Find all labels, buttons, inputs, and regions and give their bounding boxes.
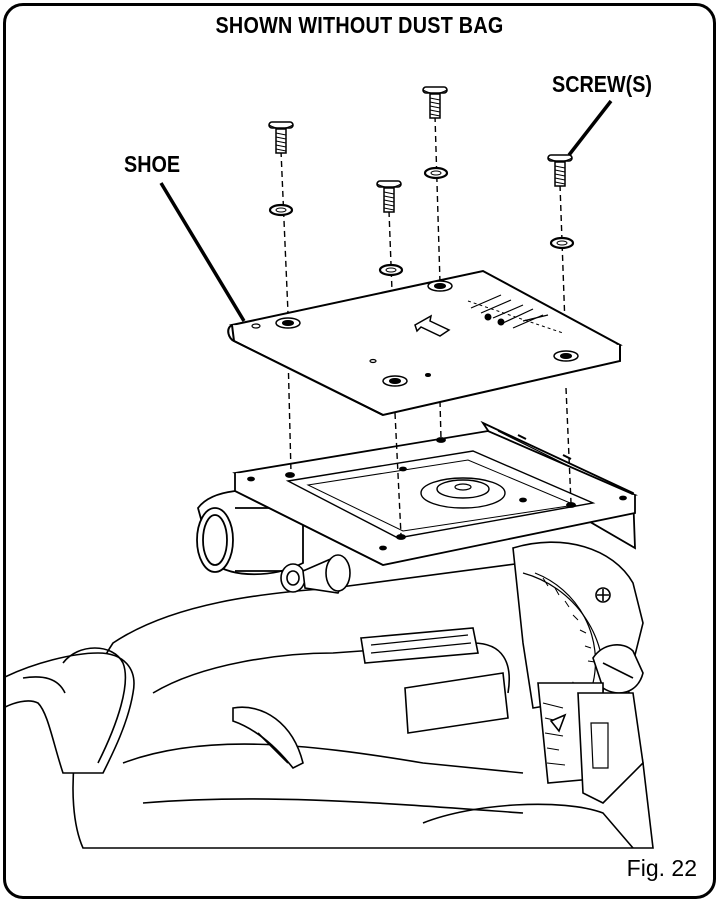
saw-shoe-illustration (6, 86, 654, 849)
saw-body (6, 562, 654, 849)
depth-lever (280, 554, 351, 594)
figure-frame: SHOWN WITHOUT DUST BAG SHOE SCREW(S) Fig… (3, 3, 716, 899)
screw-set-4 (547, 154, 575, 250)
bevel-assembly (512, 541, 644, 804)
figure-label: Fig. 22 (626, 855, 697, 881)
screws-leader-line (567, 99, 613, 157)
dust-port (196, 489, 304, 576)
screw-set-2 (376, 180, 404, 277)
screw-set-1 (268, 121, 294, 217)
shoe-plate (227, 269, 623, 417)
shoe-callout: SHOE (124, 151, 181, 177)
shoe-leader-line (159, 182, 246, 322)
screw-set-3 (422, 86, 449, 180)
figure-title: SHOWN WITHOUT DUST BAG (215, 12, 504, 38)
saw-base (232, 420, 638, 566)
screws-callout: SCREW(S) (552, 71, 653, 97)
